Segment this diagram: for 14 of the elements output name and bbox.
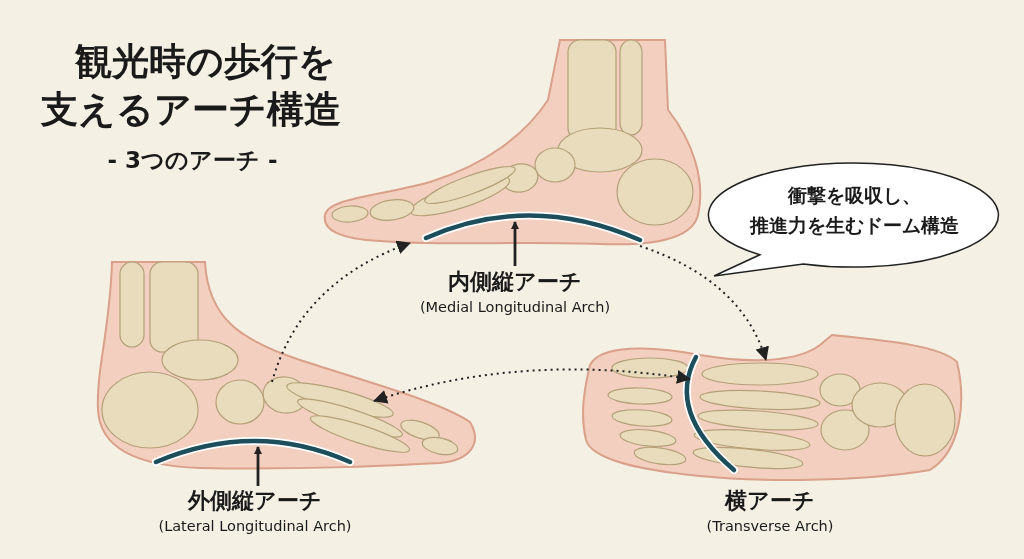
title: 観光時の歩行を支えるアーチ構造 xyxy=(40,39,342,133)
leader-arrow xyxy=(254,446,262,486)
arch-name: 横アーチ xyxy=(723,487,816,515)
dotted-arrow xyxy=(271,241,411,383)
leader-arrow xyxy=(511,221,519,266)
bubble-text: 衝撃を吸収し、推進力を生むドーム構造 xyxy=(748,183,960,238)
dotted-arrow xyxy=(639,245,769,361)
arch-english-name: (Lateral Longitudinal Arch) xyxy=(157,517,353,536)
dotted-arrow xyxy=(373,368,691,404)
arch-name: 内側縦アーチ xyxy=(447,268,583,296)
arch-name: 外側縦アーチ xyxy=(186,487,323,515)
arch-english-name: (Transverse Arch) xyxy=(705,517,835,536)
subtitle: - 3つのアーチ - xyxy=(106,146,279,175)
arch-english-name: (Medial Longitudinal Arch) xyxy=(418,298,612,317)
